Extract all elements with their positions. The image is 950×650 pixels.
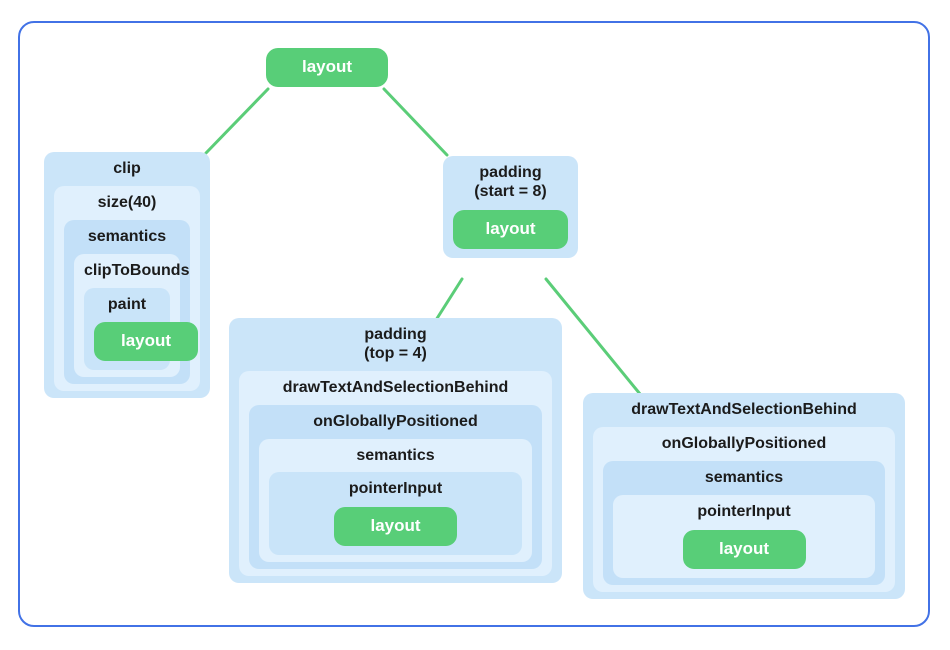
node-pointer-input-middle[interactable]: pointerInput layout [269,472,522,556]
node-on-globally-positioned-right[interactable]: onGloballyPositioned semantics pointerIn… [593,426,895,592]
node-paint-label: paint [107,295,147,313]
node-semantics-middle[interactable]: semantics pointerInput layout [259,438,532,563]
node-on-globally-positioned-middle-label: onGloballyPositioned [313,412,478,430]
node-clip[interactable]: clip size(40) semantics clipToBounds pai… [44,152,210,399]
node-padding-top-4-label: padding (top = 4) [364,326,427,362]
node-padding-start-8-label: padding (start = 8) [474,164,547,200]
node-padding-top-4[interactable]: padding (top = 4) drawTextAndSelectionBe… [229,318,562,584]
node-draw-text-right[interactable]: drawTextAndSelectionBehind onGloballyPos… [583,393,905,599]
node-semantics-right[interactable]: semantics pointerInput layout [603,460,885,585]
node-paint[interactable]: paint layout [84,287,198,371]
node-draw-text-middle-label: drawTextAndSelectionBehind [282,378,509,396]
node-draw-text-right-label: drawTextAndSelectionBehind [631,401,857,418]
node-root-layout[interactable]: layout [266,48,388,87]
node-on-globally-positioned-right-label: onGloballyPositioned [661,434,827,452]
node-size-40[interactable]: size(40) semantics clipToBounds paint la… [54,185,200,392]
node-padding-start-8[interactable]: padding (start = 8) layout [443,156,578,258]
node-semantics-right-label: semantics [704,468,784,486]
diagram-frame-border [18,21,930,627]
node-clip-label: clip [113,160,141,177]
node-semantics-left[interactable]: semantics clipToBounds paint layout [64,219,198,385]
node-semantics-left-label: semantics [87,227,167,245]
node-size-40-label: size(40) [97,193,157,211]
node-pointer-input-right[interactable]: pointerInput layout [613,494,875,578]
node-leaf-layout-padding-start[interactable]: layout [453,209,568,249]
node-pointer-input-right-label: pointerInput [697,502,791,520]
node-clip-to-bounds-label: clipToBounds [84,261,190,279]
node-semantics-middle-label: semantics [356,446,435,464]
node-clip-to-bounds[interactable]: clipToBounds paint layout [74,253,198,378]
node-pointer-input-middle-label: pointerInput [348,480,443,498]
node-leaf-layout-right[interactable]: layout [682,529,806,569]
node-leaf-layout-left[interactable]: layout [94,322,198,362]
node-draw-text-middle[interactable]: drawTextAndSelectionBehind onGloballyPos… [239,370,552,577]
node-on-globally-positioned-middle[interactable]: onGloballyPositioned semantics pointerIn… [249,404,542,570]
node-leaf-layout-middle[interactable]: layout [334,507,457,547]
